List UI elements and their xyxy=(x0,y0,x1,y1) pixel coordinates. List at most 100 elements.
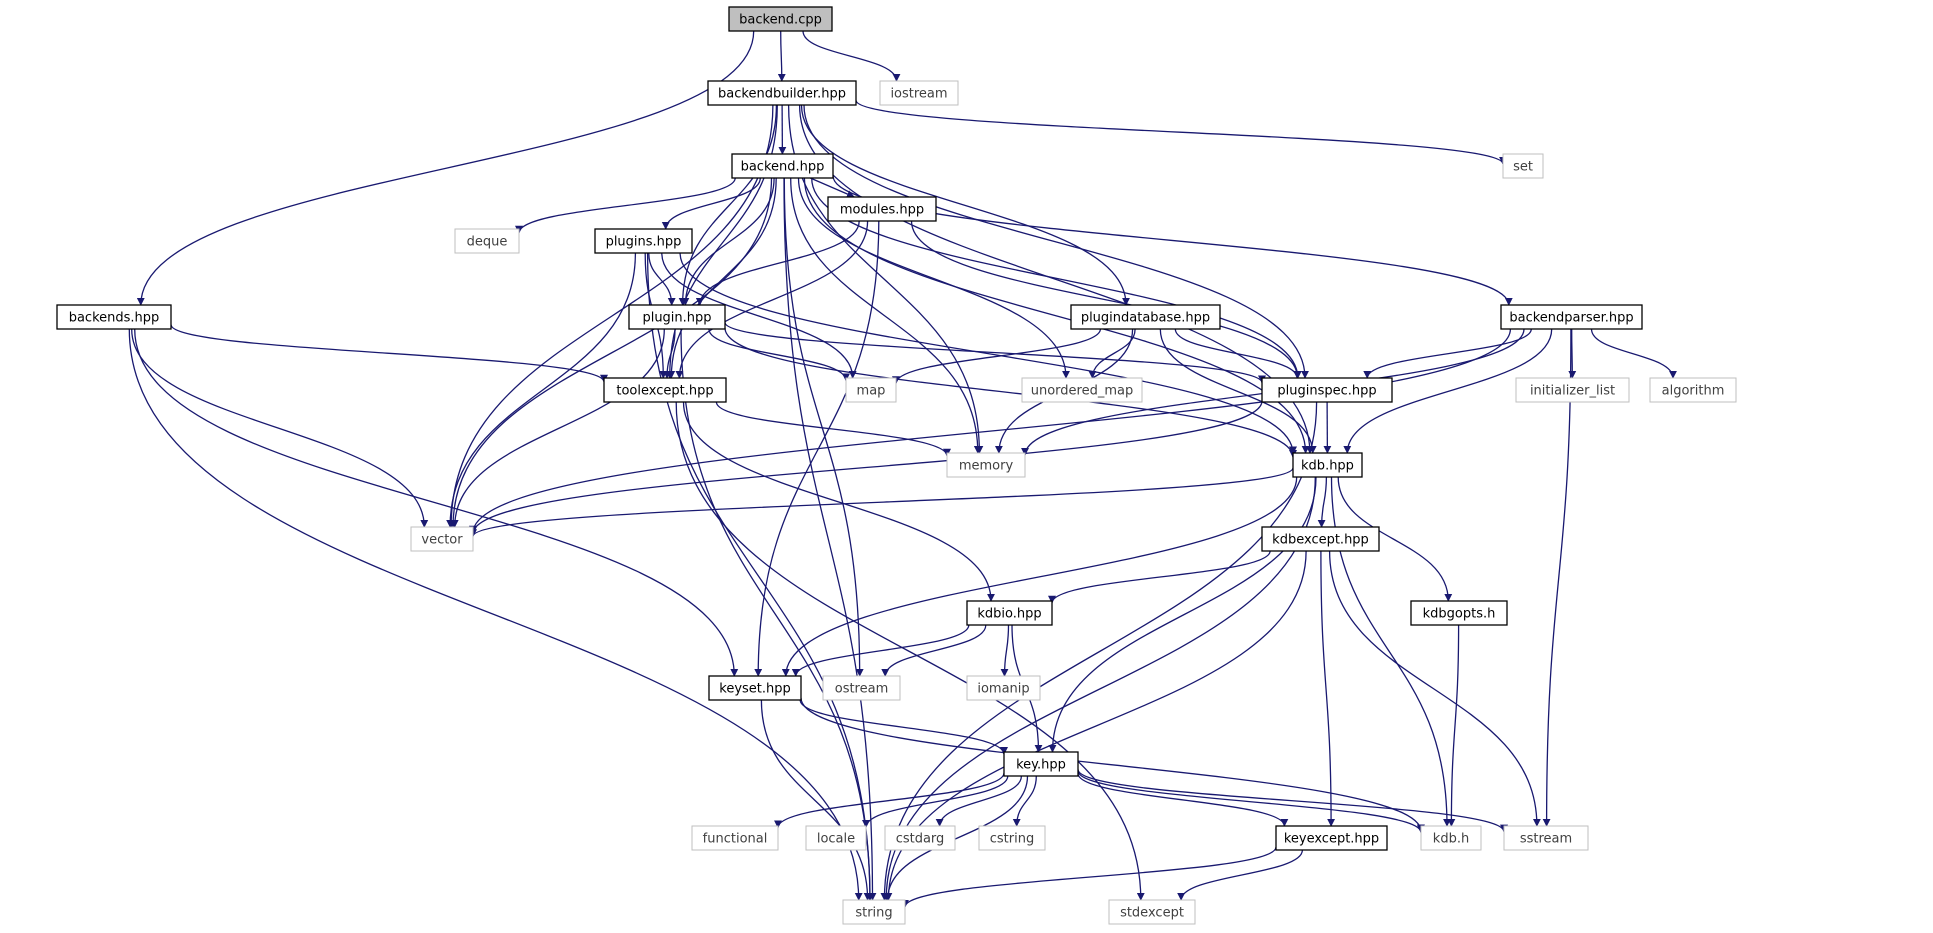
node-toolexcept-hpp[interactable]: toolexcept.hpp xyxy=(603,377,727,403)
edge-kdbio_hpp-to-ostream xyxy=(881,624,987,677)
edge-keyset_hpp-to-kdb_h xyxy=(800,697,1425,833)
edge-backendbuilder_hpp-to-plugindatabase_hpp xyxy=(800,104,1130,306)
edge-plugin_hpp-to-vector xyxy=(450,328,665,528)
node-kdbexcept-hpp[interactable]: kdbexcept.hpp xyxy=(1261,526,1380,552)
edge-backend_hpp-to-memory xyxy=(790,177,982,454)
edge-kdbio_hpp-to-keyset_hpp xyxy=(791,624,970,677)
edge-key_hpp-to-sstream xyxy=(1077,769,1508,833)
node-box xyxy=(628,304,726,330)
node-kdb-h: kdb.h xyxy=(1420,825,1482,851)
edge-plugins_hpp-to-kdb_hpp xyxy=(679,252,1297,455)
node-kdbio-hpp[interactable]: kdbio.hpp xyxy=(966,600,1053,626)
edges-layer xyxy=(128,30,1677,908)
node-label: kdbexcept.hpp xyxy=(1272,533,1369,548)
edge-kdbio_hpp-to-iomanip xyxy=(1000,624,1010,677)
node-label: kdbgopts.h xyxy=(1423,607,1496,622)
edge-plugindatabase_hpp-to-pluginspec_hpp xyxy=(1174,328,1302,379)
edge-backendbuilder_hpp-to-pluginspec_hpp xyxy=(803,104,1309,379)
node-key-hpp[interactable]: key.hpp xyxy=(1003,751,1079,777)
edge-plugindatabase_hpp-to-unordered_map xyxy=(1088,328,1136,379)
node-label: pluginspec.hpp xyxy=(1277,384,1376,399)
edge-keyexcept_hpp-to-string xyxy=(901,846,1277,908)
node-plugin-hpp[interactable]: plugin.hpp xyxy=(628,304,726,330)
node-label: toolexcept.hpp xyxy=(616,384,713,399)
edge-plugins_hpp-to-plugin_hpp xyxy=(648,252,676,306)
node-label: string xyxy=(855,906,892,921)
node-box xyxy=(1420,825,1482,851)
edge-plugindatabase_hpp-to-kdb_hpp xyxy=(1159,328,1317,454)
node-label: algorithm xyxy=(1662,384,1725,399)
node-box xyxy=(822,675,901,701)
edge-toolexcept_hpp-to-kdbio_hpp xyxy=(682,401,995,602)
edge-toolexcept_hpp-to-memory xyxy=(715,401,951,457)
node-box xyxy=(1070,304,1221,330)
edge-kdbexcept_hpp-to-kdbio_hpp xyxy=(1048,550,1271,604)
node-box xyxy=(879,80,959,106)
edge-backendbuilder_hpp-to-set xyxy=(855,99,1507,165)
node-box xyxy=(56,304,172,330)
edge-backendparser_hpp-to-vector xyxy=(469,328,1512,534)
node-string: string xyxy=(842,899,906,925)
node-box xyxy=(1108,899,1196,925)
node-box xyxy=(708,675,802,701)
node-kdbgopts-h[interactable]: kdbgopts.h xyxy=(1410,600,1508,626)
edge-backendbuilder_hpp-to-vector xyxy=(447,104,774,528)
node-label: plugins.hpp xyxy=(606,235,682,250)
edge-backendparser_hpp-to-sstream xyxy=(1542,328,1572,827)
node-algorithm: algorithm xyxy=(1649,377,1737,403)
node-backendparser-hpp[interactable]: backendparser.hpp xyxy=(1500,304,1643,330)
node-label: backendparser.hpp xyxy=(1509,311,1633,326)
edge-modules_hpp-to-pluginspec_hpp xyxy=(910,220,1302,379)
node-label: map xyxy=(857,384,886,399)
node-box xyxy=(594,228,693,254)
node-box xyxy=(1515,377,1630,403)
node-label: backends.hpp xyxy=(69,311,160,326)
node-kdb-hpp[interactable]: kdb.hpp xyxy=(1292,452,1363,478)
edge-backend_hpp-to-deque xyxy=(515,177,736,234)
node-plugindatabase-hpp[interactable]: plugindatabase.hpp xyxy=(1070,304,1221,330)
edge-backend_hpp-to-modules_hpp xyxy=(810,177,855,198)
node-pluginspec-hpp[interactable]: pluginspec.hpp xyxy=(1261,377,1393,403)
edge-key_hpp-to-functional xyxy=(774,772,1005,829)
edge-kdb_hpp-to-keyset_hpp xyxy=(781,476,1298,677)
edge-toolexcept_hpp-to-stdexcept xyxy=(675,401,1145,901)
edge-backends_hpp-to-vector xyxy=(131,328,429,528)
node-box xyxy=(1292,452,1363,478)
node-label: ostream xyxy=(835,682,889,697)
edge-plugin_hpp-to-kdb_hpp xyxy=(724,327,1297,458)
node-label: iomanip xyxy=(977,682,1029,697)
node-modules-hpp[interactable]: modules.hpp xyxy=(827,196,937,222)
node-box xyxy=(707,80,857,106)
node-plugins-hpp[interactable]: plugins.hpp xyxy=(594,228,693,254)
node-keyexcept-hpp[interactable]: keyexcept.hpp xyxy=(1275,825,1388,851)
node-box xyxy=(845,377,897,403)
node-label: sstream xyxy=(1520,832,1572,847)
node-box xyxy=(728,6,833,32)
edge-backends_hpp-to-keyset_hpp xyxy=(134,328,739,677)
node-box xyxy=(1503,825,1589,851)
edge-key_hpp-to-keyexcept_hpp xyxy=(1077,773,1289,827)
node-box xyxy=(966,600,1053,626)
node-box xyxy=(454,228,520,254)
edge-backends_hpp-to-toolexcept_hpp xyxy=(170,324,608,383)
edge-backendparser_hpp-to-initializer_list xyxy=(1568,328,1577,379)
node-backendbuilder-hpp[interactable]: backendbuilder.hpp xyxy=(707,80,857,106)
edge-kdb_hpp-to-vector xyxy=(469,467,1294,538)
node-box xyxy=(1021,377,1143,403)
node-box xyxy=(978,825,1046,851)
edge-kdb_hpp-to-key_hpp xyxy=(1048,476,1317,753)
node-stdexcept: stdexcept xyxy=(1108,899,1196,925)
node-backends-hpp[interactable]: backends.hpp xyxy=(56,304,172,330)
node-box xyxy=(1261,526,1380,552)
edge-backend_hpp-to-backendparser_hpp xyxy=(832,175,1513,306)
node-box xyxy=(1003,751,1079,777)
node-keyset-hpp[interactable]: keyset.hpp xyxy=(708,675,802,701)
node-backend-cpp[interactable]: backend.cpp xyxy=(728,6,833,32)
edge-key_hpp-to-cstring xyxy=(1012,775,1037,827)
edge-plugins_hpp-to-vector xyxy=(446,252,637,528)
node-backend-hpp[interactable]: backend.hpp xyxy=(731,153,834,179)
node-iomanip: iomanip xyxy=(966,675,1041,701)
edge-plugin_hpp-to-string xyxy=(680,328,874,901)
edge-backend_hpp-to-unordered_map xyxy=(797,177,1070,379)
